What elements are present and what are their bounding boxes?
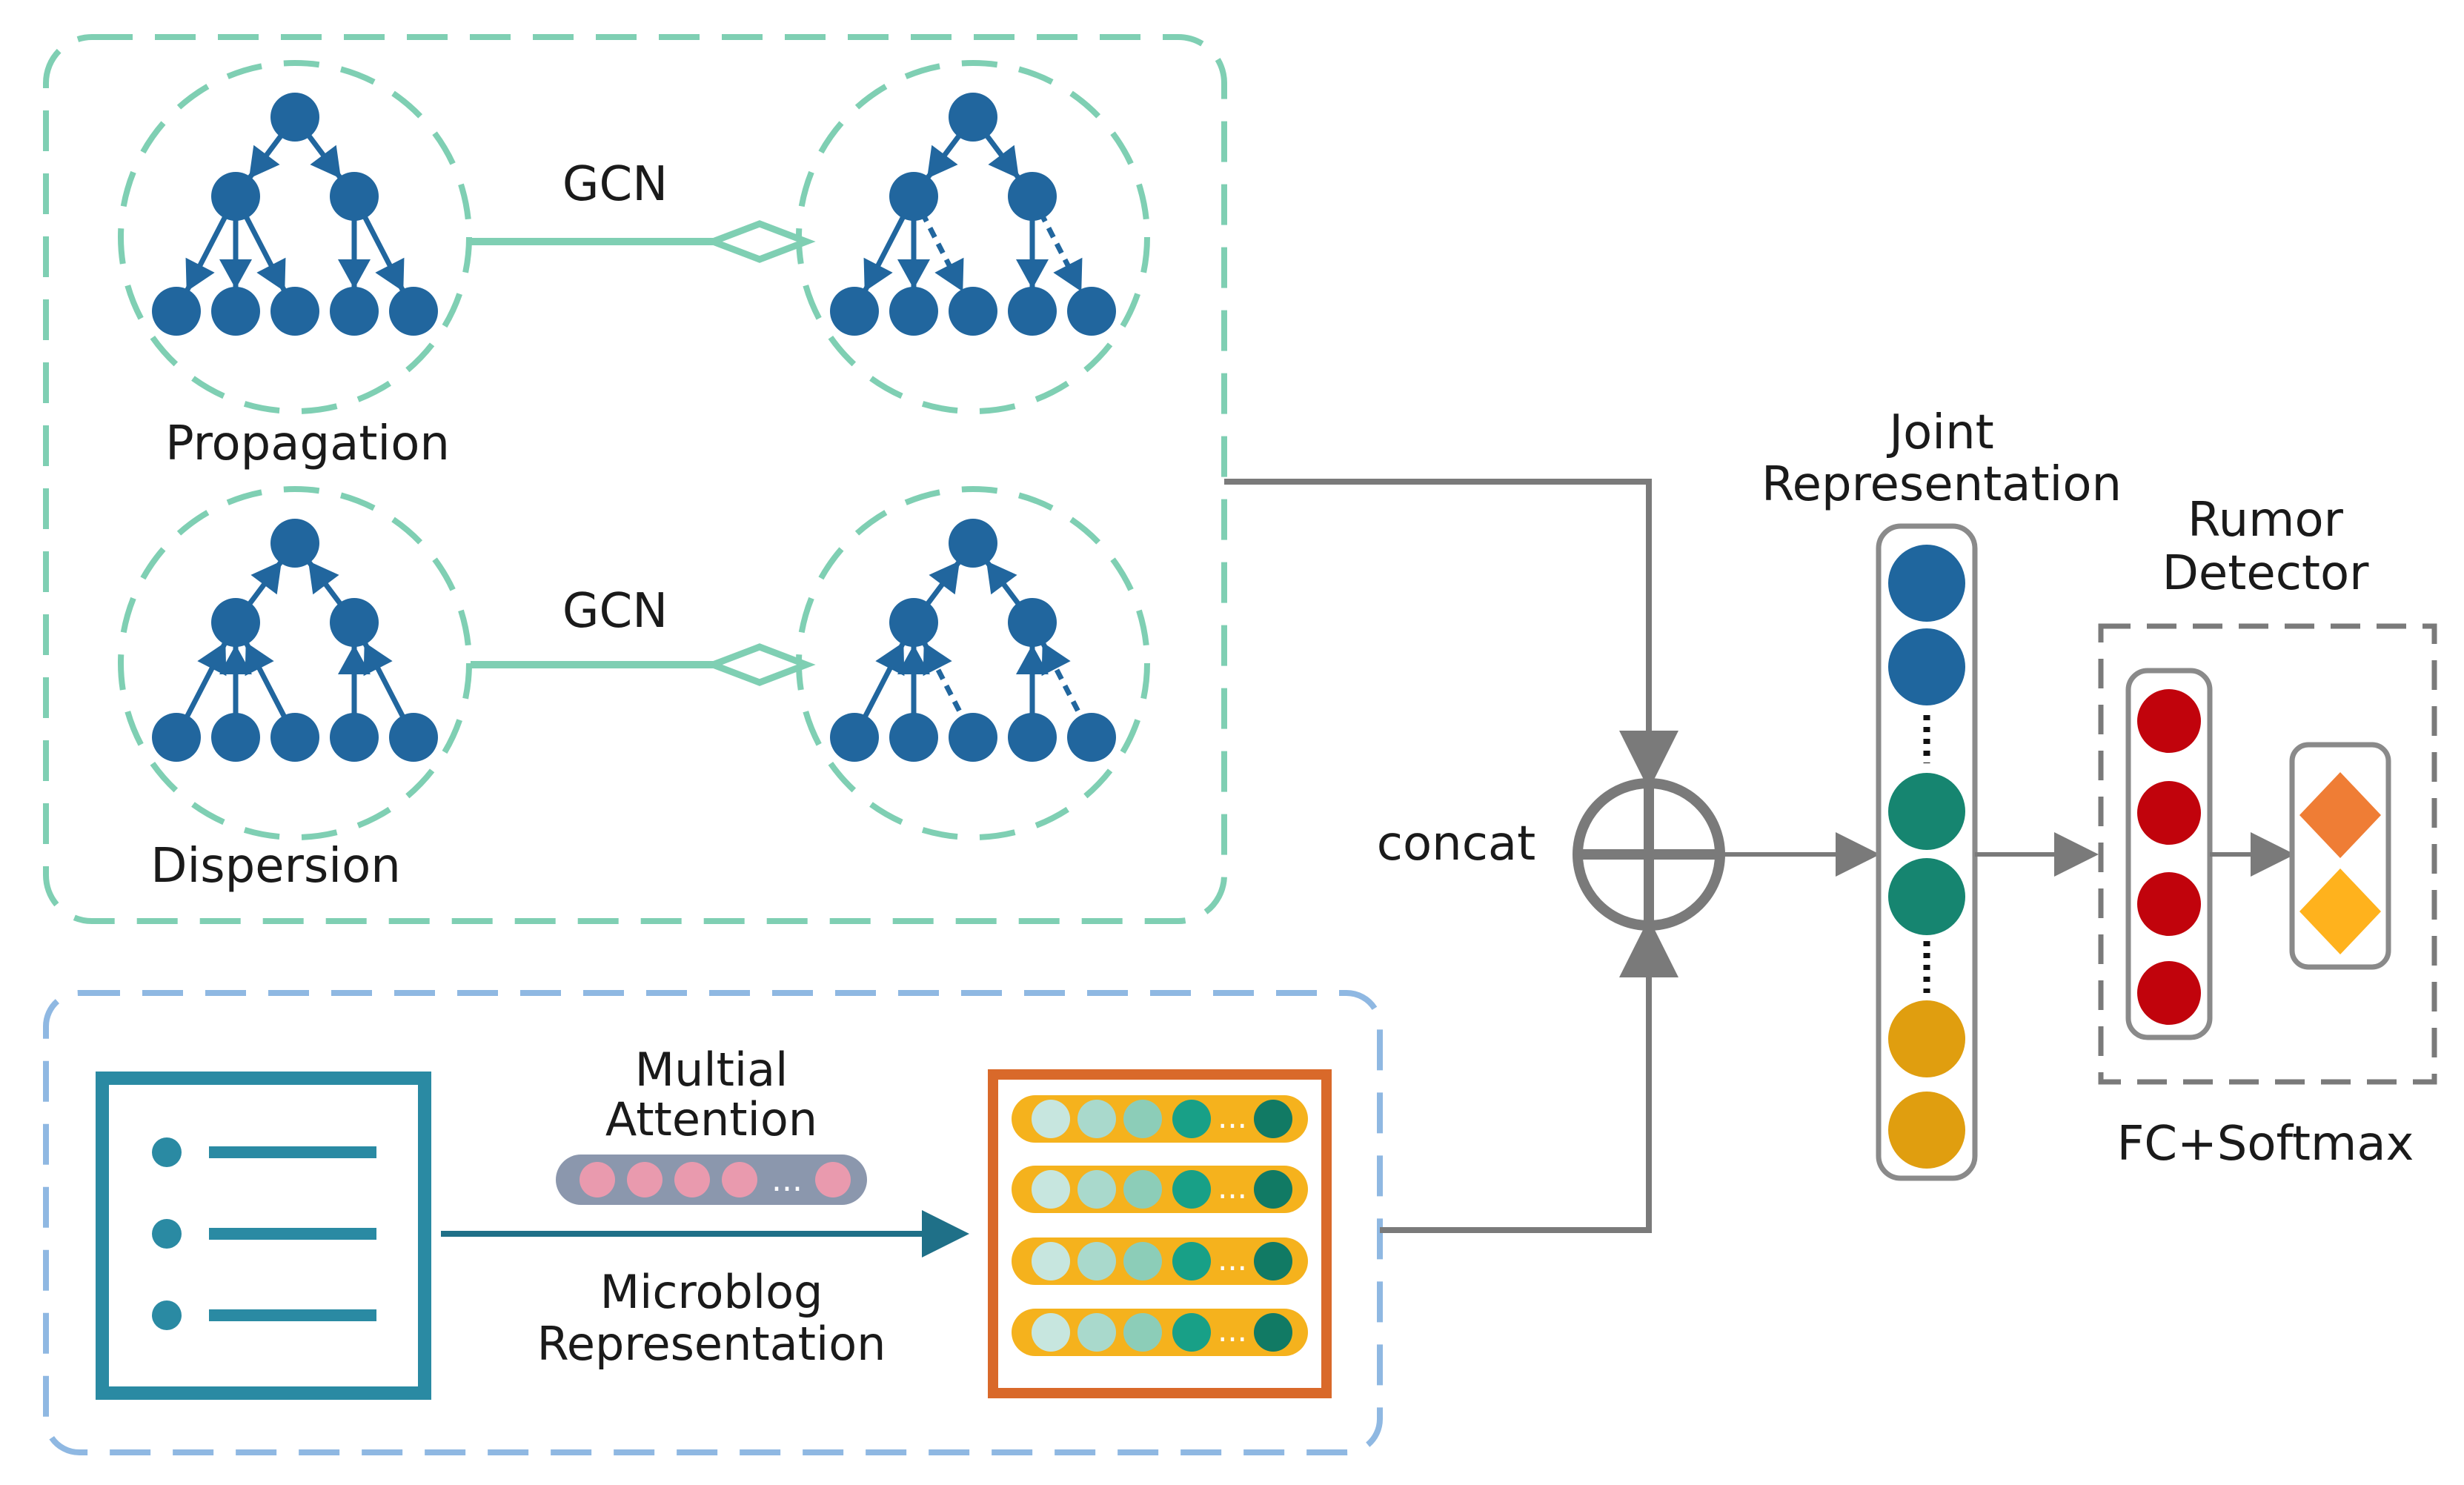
tree-node — [949, 287, 997, 336]
tree-node — [330, 287, 379, 336]
tree-node — [152, 287, 201, 336]
representation-matrix — [988, 1069, 1332, 1398]
rumor-detector-box — [2098, 623, 2437, 1085]
tree-node — [1008, 287, 1057, 336]
document-icon — [96, 1072, 431, 1400]
tree-node — [211, 172, 260, 221]
tree-node — [330, 598, 379, 647]
matrix-rows: ............ — [1012, 1095, 1308, 1356]
dispersion-tree-output — [796, 486, 1150, 840]
joint-label-line2: Representation — [1761, 457, 2122, 512]
gcn-connector-bottom — [471, 643, 816, 686]
gcn-label-bottom: GCN — [562, 584, 668, 639]
fc-cell-4 — [2137, 961, 2201, 1025]
matrix-ellipsis: ... — [1218, 1312, 1247, 1349]
fc-cell-3 — [2137, 872, 2201, 936]
joint-cell-yellow-1 — [1888, 1000, 1965, 1077]
tree-node — [152, 713, 201, 762]
tree-node — [889, 713, 938, 762]
rumor-label-line1: Rumor — [2188, 493, 2344, 548]
joint-cell-green-1 — [1888, 773, 1965, 850]
tree-node — [330, 713, 379, 762]
concat-label: concat — [1377, 817, 1535, 871]
tree-node — [270, 93, 319, 142]
gcn-label-top: GCN — [562, 157, 668, 212]
fc-cell-1 — [2137, 689, 2201, 753]
propagation-label: Propagation — [165, 416, 450, 471]
graph-boundary-circle — [118, 60, 472, 414]
tree-node — [389, 287, 438, 336]
output-diamond-yellow — [2299, 868, 2381, 954]
tree-node — [830, 287, 879, 336]
joint-vector-cells — [1888, 545, 1965, 1169]
joint-cell-yellow-2 — [1888, 1092, 1965, 1169]
tree-node — [211, 598, 260, 647]
propagation-tree-input — [118, 60, 472, 414]
joint-cell-green-2 — [1888, 858, 1965, 935]
tree-node — [889, 172, 938, 221]
tree-node — [1008, 172, 1057, 221]
tree-node — [949, 93, 997, 142]
propagation-tree-output — [796, 60, 1150, 414]
tree-node — [949, 713, 997, 762]
fc-softmax-label: FC+Softmax — [2117, 1117, 2414, 1172]
tree-node — [270, 287, 319, 336]
joint-cell-blue-2 — [1888, 628, 1965, 705]
microblog-label-line2: Representation — [537, 1317, 886, 1371]
matrix-ellipsis: ... — [1218, 1099, 1247, 1135]
attention-ellipsis: ... — [771, 1161, 803, 1199]
multial-label-line2: Attention — [605, 1092, 817, 1146]
attention-bar: ... — [556, 1155, 867, 1205]
joint-label-line1: Joint — [1886, 405, 1993, 460]
tree-node — [270, 519, 319, 568]
graph-encoder-box — [43, 34, 1227, 924]
text-to-concat-line — [1380, 918, 1678, 1233]
tree-node — [1067, 287, 1116, 336]
graph-boundary-circle — [118, 486, 472, 840]
tree-node — [889, 287, 938, 336]
matrix-row: ... — [1012, 1309, 1308, 1356]
matrix-ellipsis: ... — [1218, 1169, 1247, 1206]
joint-cell-blue-1 — [1888, 545, 1965, 622]
rumor-label-line2: Detector — [2162, 546, 2370, 601]
matrix-ellipsis: ... — [1218, 1241, 1247, 1278]
dispersion-label: Dispersion — [150, 839, 401, 894]
dispersion-tree-input — [118, 486, 472, 840]
tree-node — [1008, 713, 1057, 762]
matrix-row: ... — [1012, 1166, 1308, 1213]
tree-node — [949, 519, 997, 568]
tree-node — [211, 713, 260, 762]
tree-node — [270, 713, 319, 762]
tree-node — [330, 172, 379, 221]
tree-node — [889, 598, 938, 647]
text-encoder-box — [43, 990, 1383, 1455]
graph-to-concat-line — [1224, 479, 1678, 790]
joint-representation-vector — [1876, 523, 1978, 1181]
concat-operator — [1573, 778, 1725, 931]
tree-node — [1067, 713, 1116, 762]
fc-cell-2 — [2137, 781, 2201, 845]
tree-node — [389, 713, 438, 762]
tree-node — [1008, 598, 1057, 647]
tree-node — [211, 287, 260, 336]
matrix-row: ... — [1012, 1095, 1308, 1143]
microblog-label-line1: Microblog — [600, 1265, 823, 1319]
matrix-row: ... — [1012, 1238, 1308, 1285]
tree-node — [830, 713, 879, 762]
gcn-connector-top — [471, 220, 816, 263]
multial-label-line1: Multial — [635, 1043, 788, 1097]
output-diamond-orange — [2299, 772, 2381, 858]
